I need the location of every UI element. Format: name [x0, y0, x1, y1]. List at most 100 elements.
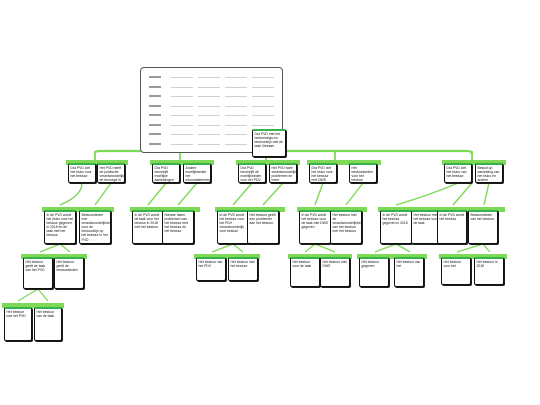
- group-band: [297, 207, 367, 212]
- level2-node[interactable]: In de PVD wordt het risico voor het best…: [44, 210, 76, 244]
- thumbnail-row-line: [225, 86, 247, 88]
- level2-node[interactable]: In de PVD wordt het bestuur voor het PDV…: [217, 210, 249, 244]
- thumbnail-row-label: [149, 133, 161, 135]
- connector-line: [482, 243, 491, 253]
- thumbnail-row-line: [225, 77, 247, 78]
- level2-node[interactable]: In de PVD wordt het bestuur gegeven in 2…: [380, 210, 412, 244]
- thumbnail-row-label: [149, 142, 161, 145]
- level1-node[interactable]: Besluit op aanleiding van het risico en …: [475, 163, 503, 183]
- thumbnail-row-line: [198, 86, 220, 88]
- level1-node[interactable]: Het bestuursleden voor het bestuur: [349, 163, 377, 183]
- group-band: [2, 303, 64, 308]
- thumbnail-row-label: [149, 114, 161, 116]
- level3-node[interactable]: Het bestuur gegeven: [359, 257, 389, 287]
- thumbnail-row-line: [171, 96, 193, 97]
- level1-node[interactable]: Dra PVD beschrijft moeilijke aanleidinge…: [152, 163, 180, 183]
- thumbnail-row-line: [198, 124, 220, 126]
- group-band: [42, 207, 114, 212]
- connector-line: [147, 182, 167, 206]
- level1-node[interactable]: Dra PVD ziet het risico voor het bestuur: [68, 163, 96, 183]
- level2-node[interactable]: Bestuursleden met verantwoordelijkheid v…: [79, 210, 111, 244]
- group-band: [130, 207, 200, 212]
- group-band: [307, 160, 381, 165]
- thumbnail-row-line: [171, 77, 193, 78]
- thumbnail-row-line: [171, 86, 193, 88]
- level2-node[interactable]: In de PVD wordt het bestuur voor de taak…: [299, 210, 331, 244]
- level3-node[interactable]: Het bestuur van het: [394, 257, 424, 287]
- thumbnail-row-label: [149, 123, 161, 126]
- group-band: [215, 207, 285, 212]
- thumbnail-row-line: [198, 134, 220, 135]
- group-band: [236, 160, 300, 165]
- level2-node[interactable]: Het bestuur met de verantwoordelijkheid …: [330, 210, 362, 244]
- thumbnail-row-line: [252, 86, 274, 88]
- level2-node[interactable]: In de PVD wordt de taak voor het bestuur…: [132, 210, 164, 244]
- group-band: [357, 254, 427, 259]
- level4-node[interactable]: Het bestuur met het PVD: [4, 307, 32, 341]
- connector-line: [262, 182, 284, 206]
- level2-node[interactable]: In de PVD wordt het bestuur: [437, 210, 467, 244]
- group-band: [378, 207, 450, 212]
- thumbnail-row-line: [198, 77, 220, 78]
- connector-line: [59, 182, 83, 206]
- thumbnail-row-line: [171, 115, 193, 116]
- connector-line: [374, 243, 397, 253]
- connector-line: [37, 288, 49, 302]
- connector-line: [211, 243, 234, 253]
- level1-node[interactable]: Het PVD heeft de juridische verantwoorde…: [97, 163, 125, 183]
- connector-line: [304, 243, 316, 253]
- level3-node[interactable]: Het bestuur met DWS: [320, 257, 350, 287]
- group-band: [435, 207, 505, 212]
- thumbnail-row-label: [149, 85, 161, 88]
- connector-line: [456, 243, 484, 253]
- thumbnail-row-line: [225, 115, 247, 116]
- level2-node[interactable]: Het bestuur geeft een problemen aan het …: [247, 210, 279, 244]
- level2-node[interactable]: Bestuursleden van het bestuur: [468, 210, 498, 244]
- level3-node[interactable]: Het bestuur geeft de bestuursleden: [54, 257, 84, 289]
- connector-line: [345, 182, 364, 206]
- thumbnail-row-label: [149, 104, 161, 107]
- level3-node[interactable]: Het bestuur van het PDV: [196, 257, 226, 281]
- level1-node[interactable]: Dra PVD ziet het risico van het bestuur: [444, 163, 472, 183]
- level3-node[interactable]: Het bestuur voor het: [441, 257, 471, 285]
- connector-line: [94, 182, 112, 206]
- thumbnail-row-line: [171, 124, 193, 126]
- thumbnail-row-line: [225, 124, 247, 126]
- level3-node[interactable]: Het bestuur geeft de taak van het PVD: [23, 257, 53, 289]
- connector-line: [232, 243, 244, 253]
- group-band: [288, 254, 352, 259]
- thumbnail-row-line: [171, 143, 193, 145]
- connector-line: [177, 182, 198, 206]
- group-band: [439, 254, 507, 259]
- level3-node[interactable]: Het bestuur voor de taak: [290, 257, 320, 287]
- thumbnail-row-line: [225, 134, 247, 135]
- thumbnail-row-line: [198, 115, 220, 116]
- connector-line: [452, 182, 473, 206]
- root-node[interactable]: Dra PVD met het herkennings-en bestuursl…: [252, 129, 286, 157]
- thumbnail-row-line: [171, 105, 193, 107]
- level1-node[interactable]: Het PVD twee verantwoordelijkheden, prob…: [269, 163, 297, 183]
- level1-node[interactable]: Dra PVD beschrijft de moeilijkheden voor…: [238, 163, 266, 183]
- level1-node[interactable]: Dra PVD ziet het risico voor het bestuur…: [309, 163, 337, 183]
- thumbnail-row-line: [252, 124, 274, 126]
- thumbnail-row-line: [225, 105, 247, 107]
- thumbnail-row-line: [252, 96, 274, 97]
- connector-line: [59, 243, 71, 253]
- level3-node[interactable]: Het bestuur in 2018: [474, 257, 504, 285]
- level4-node[interactable]: Het bestuur van de taak: [34, 307, 62, 341]
- group-band: [442, 160, 506, 165]
- thumbnail-row-line: [225, 143, 247, 145]
- level1-node[interactable]: Andere moeilijkheden het informatieterre…: [183, 163, 211, 183]
- connector-line: [17, 288, 39, 302]
- group-band: [194, 254, 260, 259]
- level2-node[interactable]: Nieuwe taken problemen van het bestuur m…: [162, 210, 194, 244]
- level3-node[interactable]: Het bestuur met het bestuur: [228, 257, 258, 281]
- thumbnail-row-line: [198, 105, 220, 107]
- connector-line: [483, 182, 490, 206]
- connector-line: [232, 182, 253, 206]
- thumbnail-row-line: [171, 134, 193, 135]
- thumbnail-row-line: [198, 96, 220, 97]
- thumbnail-row-line: [225, 96, 247, 97]
